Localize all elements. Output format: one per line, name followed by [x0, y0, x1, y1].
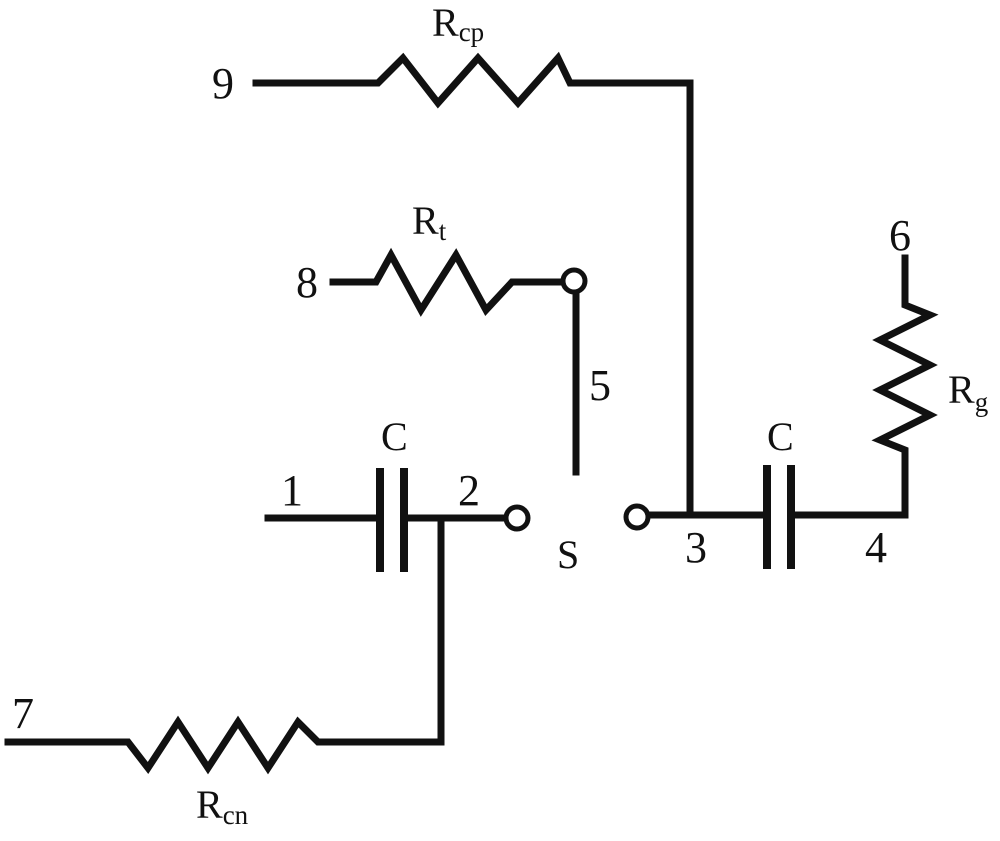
node-label-8: 8 — [296, 258, 318, 307]
node-label-1: 1 — [281, 466, 303, 515]
node-label-6: 6 — [889, 211, 911, 260]
switch-terminal-top — [560, 267, 588, 295]
switch-terminal-node3 — [623, 503, 651, 531]
wire-node8-rt — [329, 247, 570, 317]
node-label-9: 9 — [212, 59, 234, 108]
label-switch: S — [557, 532, 579, 577]
node-label-4: 4 — [865, 523, 887, 572]
label-rg: Rg — [948, 367, 988, 417]
node-label-3: 3 — [685, 523, 707, 572]
label-capacitor-right: C — [767, 414, 794, 459]
wire-node9-rcp — [252, 51, 694, 519]
label-rcn: Rcn — [196, 782, 249, 830]
node-label-7: 7 — [12, 689, 34, 738]
node-label-5: 5 — [589, 361, 611, 410]
label-capacitor-left: C — [381, 414, 408, 459]
wire-rcn-node7 — [4, 514, 445, 775]
label-rt: Rt — [412, 198, 447, 246]
switch-terminal-node2 — [503, 504, 531, 532]
label-rcp: Rcp — [432, 0, 484, 47]
node-label-2: 2 — [458, 466, 480, 515]
wire-node4-rg-node6 — [787, 254, 939, 519]
